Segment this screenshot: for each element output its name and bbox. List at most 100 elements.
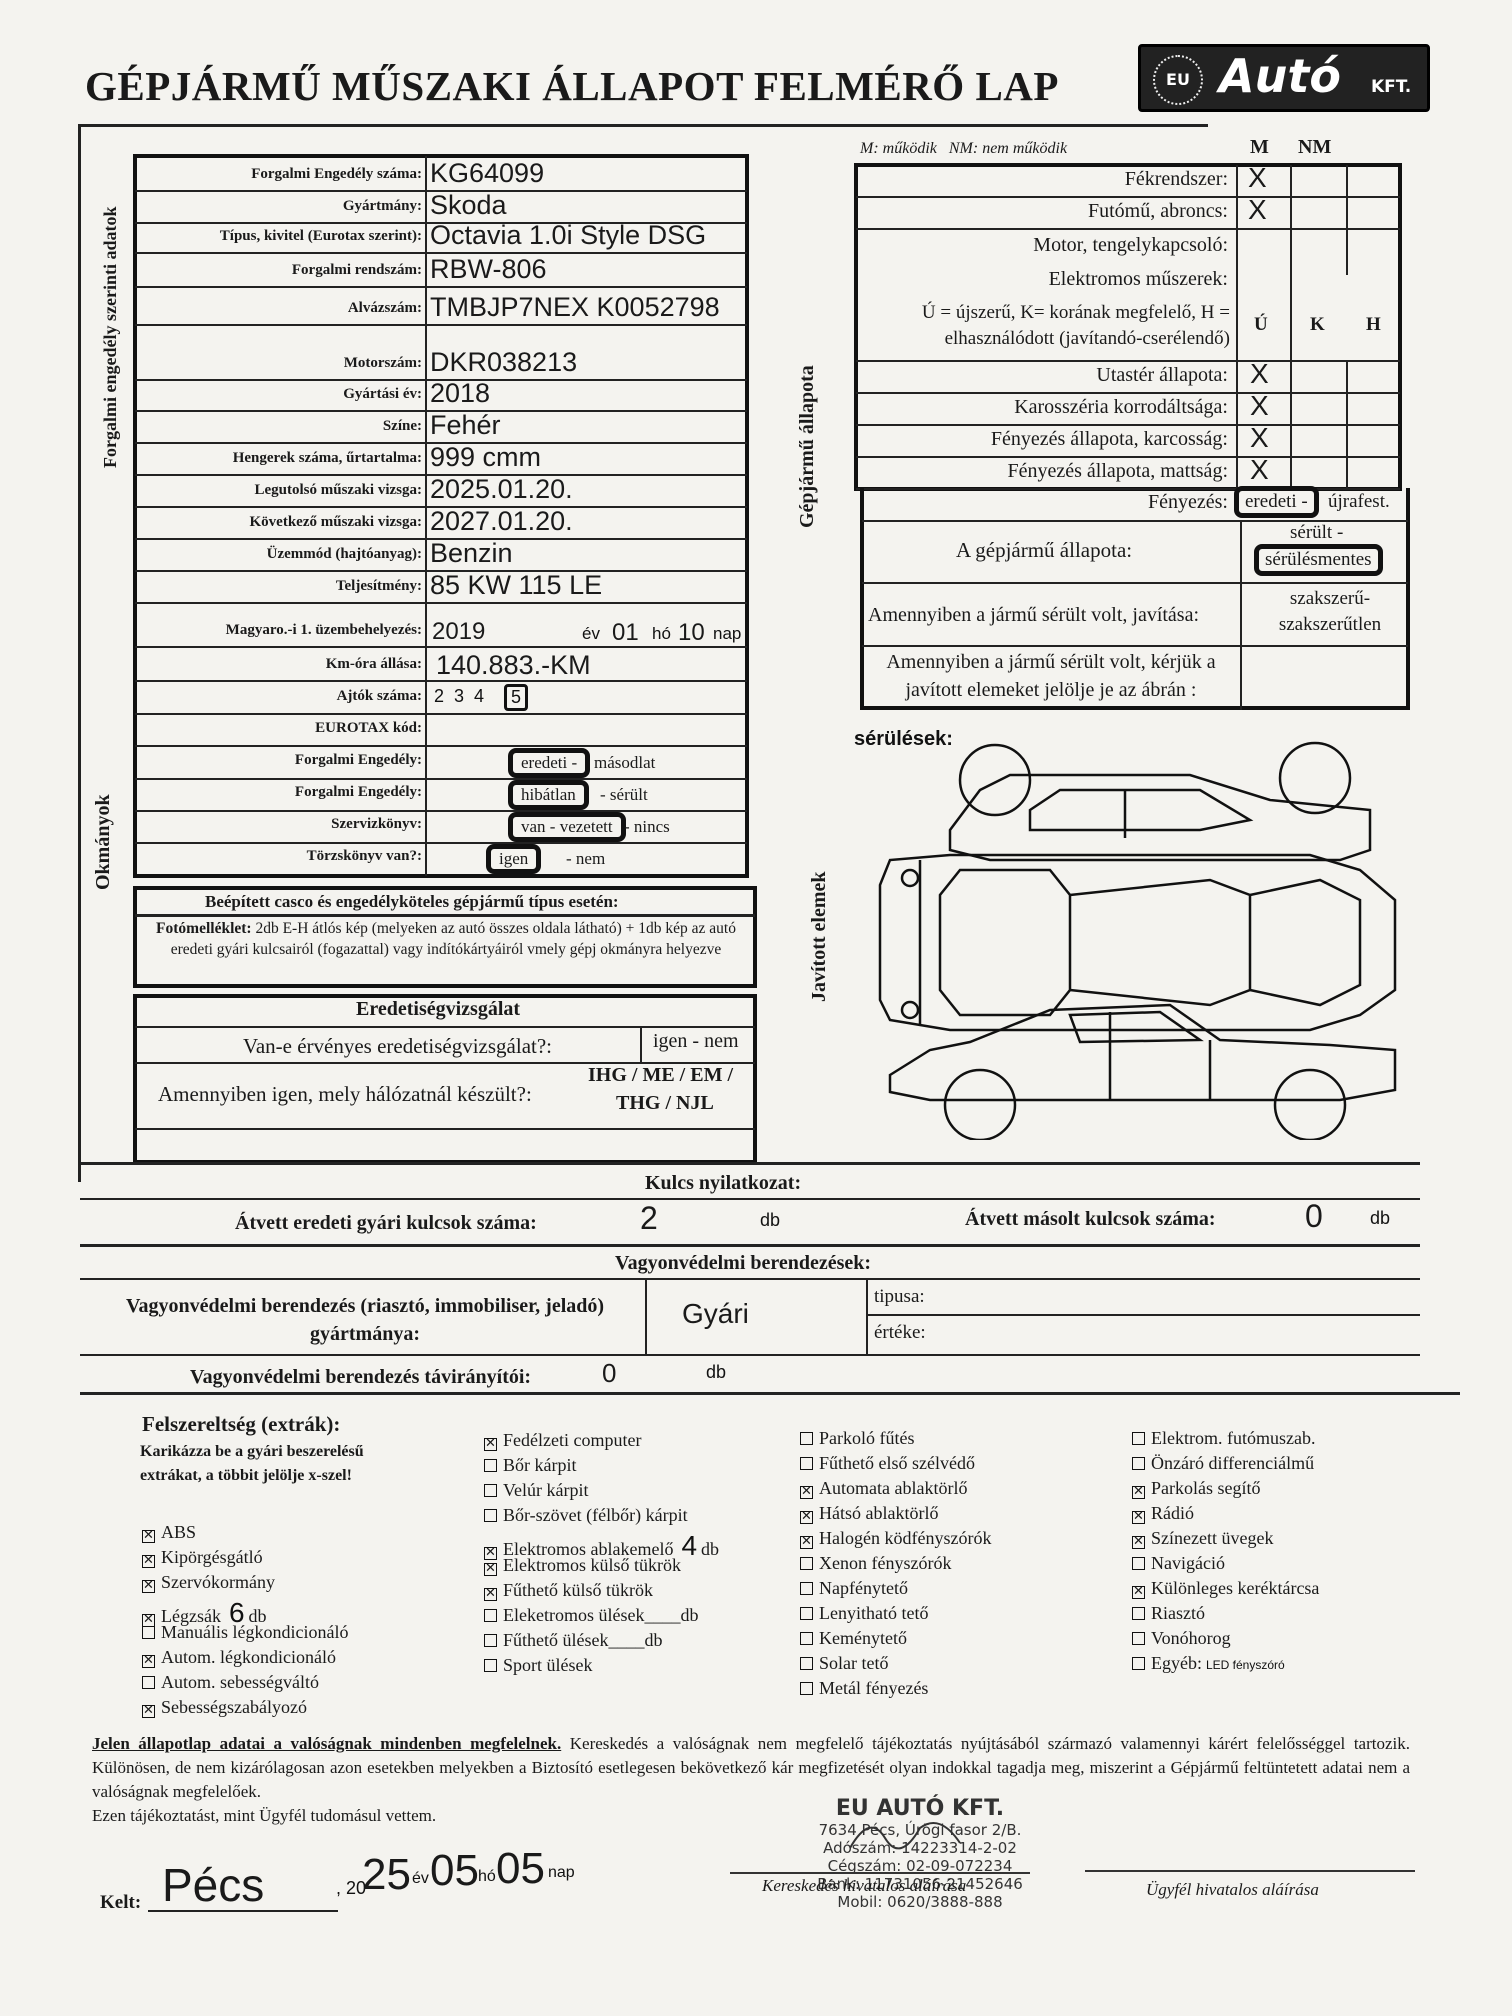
km-value: 140.883.-KM [436,650,591,680]
extra-col2-9[interactable]: Sport ülések [484,1655,593,1676]
extra-col1-0[interactable]: ✕ABS [142,1522,196,1543]
checkbox-icon[interactable] [142,1626,155,1639]
extra-col4-1[interactable]: Önzáró differenciálmű [1132,1453,1314,1474]
extra-col2-0[interactable]: ✕Fedélzeti computer [484,1430,641,1451]
checkbox-icon[interactable]: ✕ [1132,1484,1145,1499]
checkbox-icon[interactable] [800,1582,813,1595]
extra-col4-0[interactable]: Elektrom. futómuszab. [1132,1428,1315,1449]
doc-rest-1: - sérült [600,785,648,804]
repair-options: szakszerű-szakszerűtlen [1278,588,1382,635]
extra-col4-4[interactable]: ✕Színezett üvegek [1132,1528,1273,1549]
checkbox-icon[interactable]: ✕ [142,1653,155,1668]
extra-col1-7[interactable]: ✕Sebességszabályozó [142,1697,307,1718]
extra-col1-1[interactable]: ✕Kipörgésgátló [142,1547,263,1568]
extra-col3-8[interactable]: Keménytető [800,1628,907,1649]
checkbox-icon[interactable] [800,1607,813,1620]
car-wheel-top-front [958,743,1032,817]
extra-col3-6[interactable]: Napfénytető [800,1578,908,1599]
stamp-mobile: Mobil: 0620/3888-888 [837,1893,1003,1911]
extra-label: Önzáró differenciálmű [1151,1453,1315,1473]
checkbox-icon[interactable] [1132,1432,1145,1445]
extra-col4-3[interactable]: ✕Rádió [1132,1503,1194,1524]
extra-col3-4[interactable]: ✕Halogén ködfényszórók [800,1528,991,1549]
checkbox-icon[interactable]: ✕ [484,1436,497,1451]
extra-col2-3[interactable]: Bőr-szövet (félbőr) kárpit [484,1505,688,1526]
checkbox-icon[interactable] [1132,1607,1145,1620]
cond-ukh-mark-0: X [1250,358,1269,389]
extra-label: Parkoló fűtés [819,1428,915,1448]
checkbox-icon[interactable] [1132,1657,1145,1670]
extra-col1-5[interactable]: ✕Autom. légkondicionáló [142,1647,336,1668]
checkbox-icon[interactable] [800,1632,813,1645]
extra-col4-6[interactable]: ✕Különleges keréktárcsa [1132,1578,1319,1599]
extra-col4-9[interactable]: Egyéb:LED fényszóró [1132,1653,1285,1674]
extra-col1-6[interactable]: Autom. sebességváltó [142,1672,319,1693]
checkbox-icon[interactable]: ✕ [142,1703,155,1718]
extra-col2-5[interactable]: ✕Elektromos külső tükrök [484,1555,681,1576]
checkbox-icon[interactable]: ✕ [800,1534,813,1549]
car-side-top [948,773,1372,862]
checkbox-icon[interactable]: ✕ [142,1578,155,1593]
checkbox-icon[interactable] [1132,1457,1145,1470]
extra-col3-1[interactable]: Fűthető első szélvédő [800,1453,975,1474]
cond-ukh-mark-2: X [1250,422,1269,453]
checkbox-icon[interactable] [800,1557,813,1570]
checkbox-icon[interactable] [800,1457,813,1470]
car-top-view [878,853,1397,1032]
checkbox-icon[interactable] [484,1484,497,1497]
extra-col3-5[interactable]: Xenon fényszórók [800,1553,951,1574]
checkbox-icon[interactable] [484,1459,497,1472]
kelt-label: Kelt: [100,1892,142,1913]
checkbox-icon[interactable]: ✕ [1132,1534,1145,1549]
checkbox-icon[interactable] [1132,1632,1145,1645]
checkbox-icon[interactable]: ✕ [1132,1584,1145,1599]
extra-col4-2[interactable]: ✕Parkolás segítő [1132,1478,1261,1499]
extra-col4-8[interactable]: Vonóhorog [1132,1628,1231,1649]
checkbox-icon[interactable] [484,1609,497,1622]
extra-col3-3[interactable]: ✕Hátsó ablaktörlő [800,1503,938,1524]
extra-label: Navigáció [1151,1553,1225,1573]
checkbox-icon[interactable]: ✕ [142,1553,155,1568]
checkbox-icon[interactable] [1132,1557,1145,1570]
security-title: Vagyonvédelmi berendezések: [615,1252,872,1274]
checkbox-icon[interactable] [800,1682,813,1695]
extra-label: Manuális légkondicionáló [161,1622,349,1642]
extra-col1-4[interactable]: Manuális légkondicionáló [142,1622,348,1643]
checkbox-icon[interactable]: ✕ [142,1528,155,1543]
checkbox-icon[interactable]: ✕ [1132,1509,1145,1524]
extra-col3-10[interactable]: Metál fényezés [800,1678,928,1699]
checkbox-icon[interactable]: ✕ [484,1545,497,1560]
extra-col3-9[interactable]: Solar tető [800,1653,889,1674]
extra-col2-7[interactable]: Eleketromos ülések____db [484,1605,698,1626]
checkbox-icon[interactable] [142,1676,155,1689]
checkbox-icon[interactable] [484,1634,497,1647]
extra-col2-1[interactable]: Bőr kárpit [484,1455,577,1476]
checkbox-icon[interactable] [484,1659,497,1672]
extra-col4-7[interactable]: Riasztó [1132,1603,1205,1624]
checkbox-icon[interactable] [800,1657,813,1670]
kelt-ho: hó [478,1868,496,1885]
extra-col3-7[interactable]: Lenyitható tető [800,1603,928,1624]
doc-label-1: Forgalmi Engedély: [294,784,422,800]
extra-col3-2[interactable]: ✕Automata ablaktörlő [800,1478,967,1499]
cond-ukh-mark-1: X [1250,390,1269,421]
extra-col2-6[interactable]: ✕Fűthető külső tükrök [484,1580,653,1601]
vehicle-value-12: 85 KW 115 LE [430,570,603,600]
checkbox-icon[interactable]: ✕ [484,1586,497,1601]
checkbox-icon[interactable]: ✕ [484,1561,497,1576]
checkbox-icon[interactable] [800,1432,813,1445]
extra-col4-5[interactable]: Navigáció [1132,1553,1225,1574]
extra-col3-0[interactable]: Parkoló fűtés [800,1428,914,1449]
checkbox-icon[interactable]: ✕ [800,1509,813,1524]
extra-col1-2[interactable]: ✕Szervókormány [142,1572,275,1593]
vehicle-label-3: Forgalmi rendszám: [291,262,422,278]
checkbox-icon[interactable]: ✕ [800,1484,813,1499]
extra-col2-2[interactable]: Velúr kárpit [484,1480,588,1501]
extra-col2-8[interactable]: Fűthető ülések____db [484,1630,663,1651]
stamp-tax: Adószám: 14223314-2-02 [823,1839,1017,1857]
doc-selected-3: igen [486,844,542,874]
paint-label: Fényezés: [1148,491,1228,513]
checkbox-icon[interactable] [484,1509,497,1522]
extra-label: Légzsák [161,1606,221,1626]
